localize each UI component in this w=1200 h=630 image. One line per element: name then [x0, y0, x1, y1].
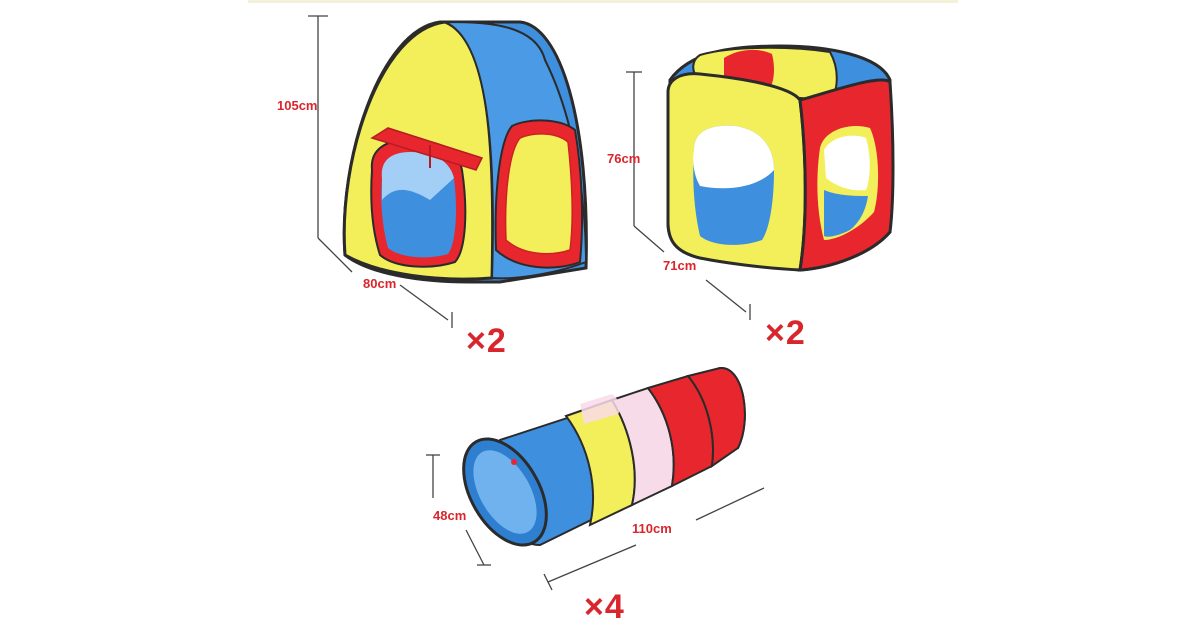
- tent-width-label: 80cm: [363, 276, 397, 291]
- tent-height-label: 105cm: [277, 98, 318, 113]
- tunnel-diameter-label: 48cm: [433, 508, 467, 523]
- tent-quantity-label: ×2: [466, 322, 507, 360]
- cube-quantity-label: ×2: [765, 314, 806, 352]
- cube-dimension-lines: [626, 71, 751, 320]
- tunnel-graphic: [462, 366, 746, 547]
- cube-width-label: 71cm: [663, 258, 697, 273]
- cube-graphic: [666, 44, 895, 272]
- tunnel-dimension-lines: [426, 454, 765, 591]
- top-edge-line: [248, 0, 958, 3]
- tent-dimension-lines: [308, 15, 453, 328]
- tunnel-length-label: 110cm: [632, 521, 672, 536]
- tunnel-quantity-label: ×4: [584, 588, 625, 626]
- tent-graphic: [342, 20, 588, 284]
- cube-height-label: 76cm: [607, 151, 641, 166]
